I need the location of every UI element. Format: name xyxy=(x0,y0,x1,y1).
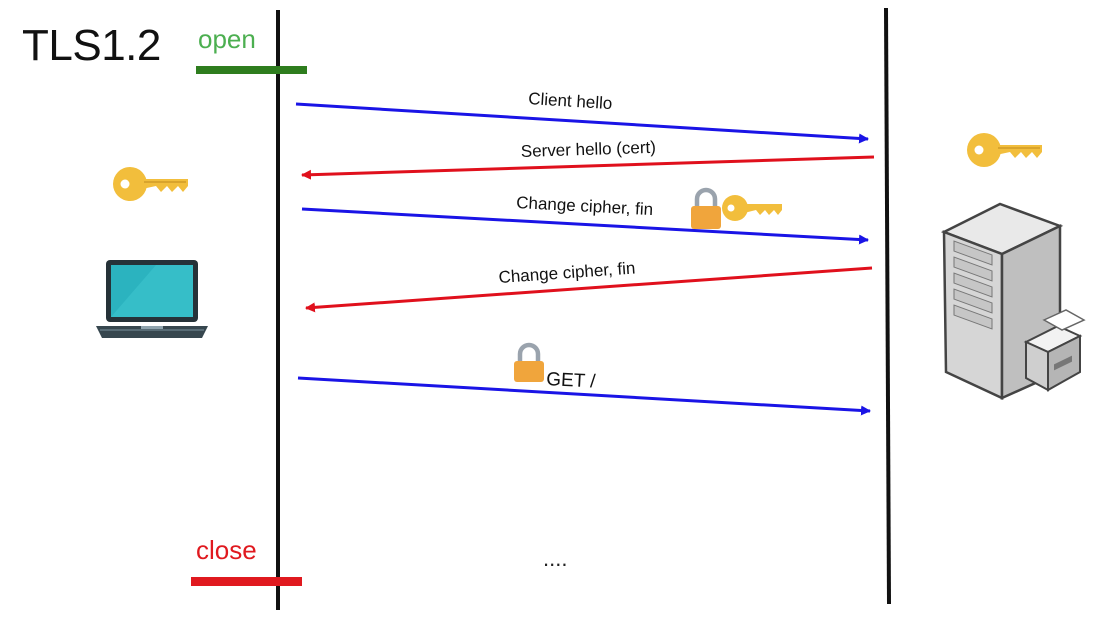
key-icon xyxy=(967,133,1042,167)
lock-icon xyxy=(691,187,721,229)
message-label: Client hello xyxy=(528,89,613,113)
close-label: close xyxy=(196,535,257,565)
message-label: Change cipher, fin xyxy=(498,258,636,287)
lock-icon xyxy=(514,342,544,382)
message-label: GET / xyxy=(546,369,597,393)
server-icon xyxy=(940,202,1086,400)
diagram-title: TLS1.2 xyxy=(22,21,161,70)
open-label: open xyxy=(198,24,256,54)
arrow-client-hello xyxy=(295,102,869,144)
arrow-client-change-cipher xyxy=(301,207,869,245)
open-bar xyxy=(196,66,307,74)
arrow-server-hello xyxy=(301,155,875,180)
message-label: Change cipher, fin xyxy=(516,193,654,219)
ellipsis: .... xyxy=(543,546,568,571)
key-icon xyxy=(722,195,782,221)
laptop-icon xyxy=(96,260,208,338)
server-lifeline xyxy=(884,7,891,605)
key-icon xyxy=(113,167,188,201)
arrow-get-request xyxy=(297,376,871,416)
message-label: Server hello (cert) xyxy=(521,138,657,161)
arrow-server-change-cipher xyxy=(305,266,873,313)
close-bar xyxy=(191,577,302,586)
